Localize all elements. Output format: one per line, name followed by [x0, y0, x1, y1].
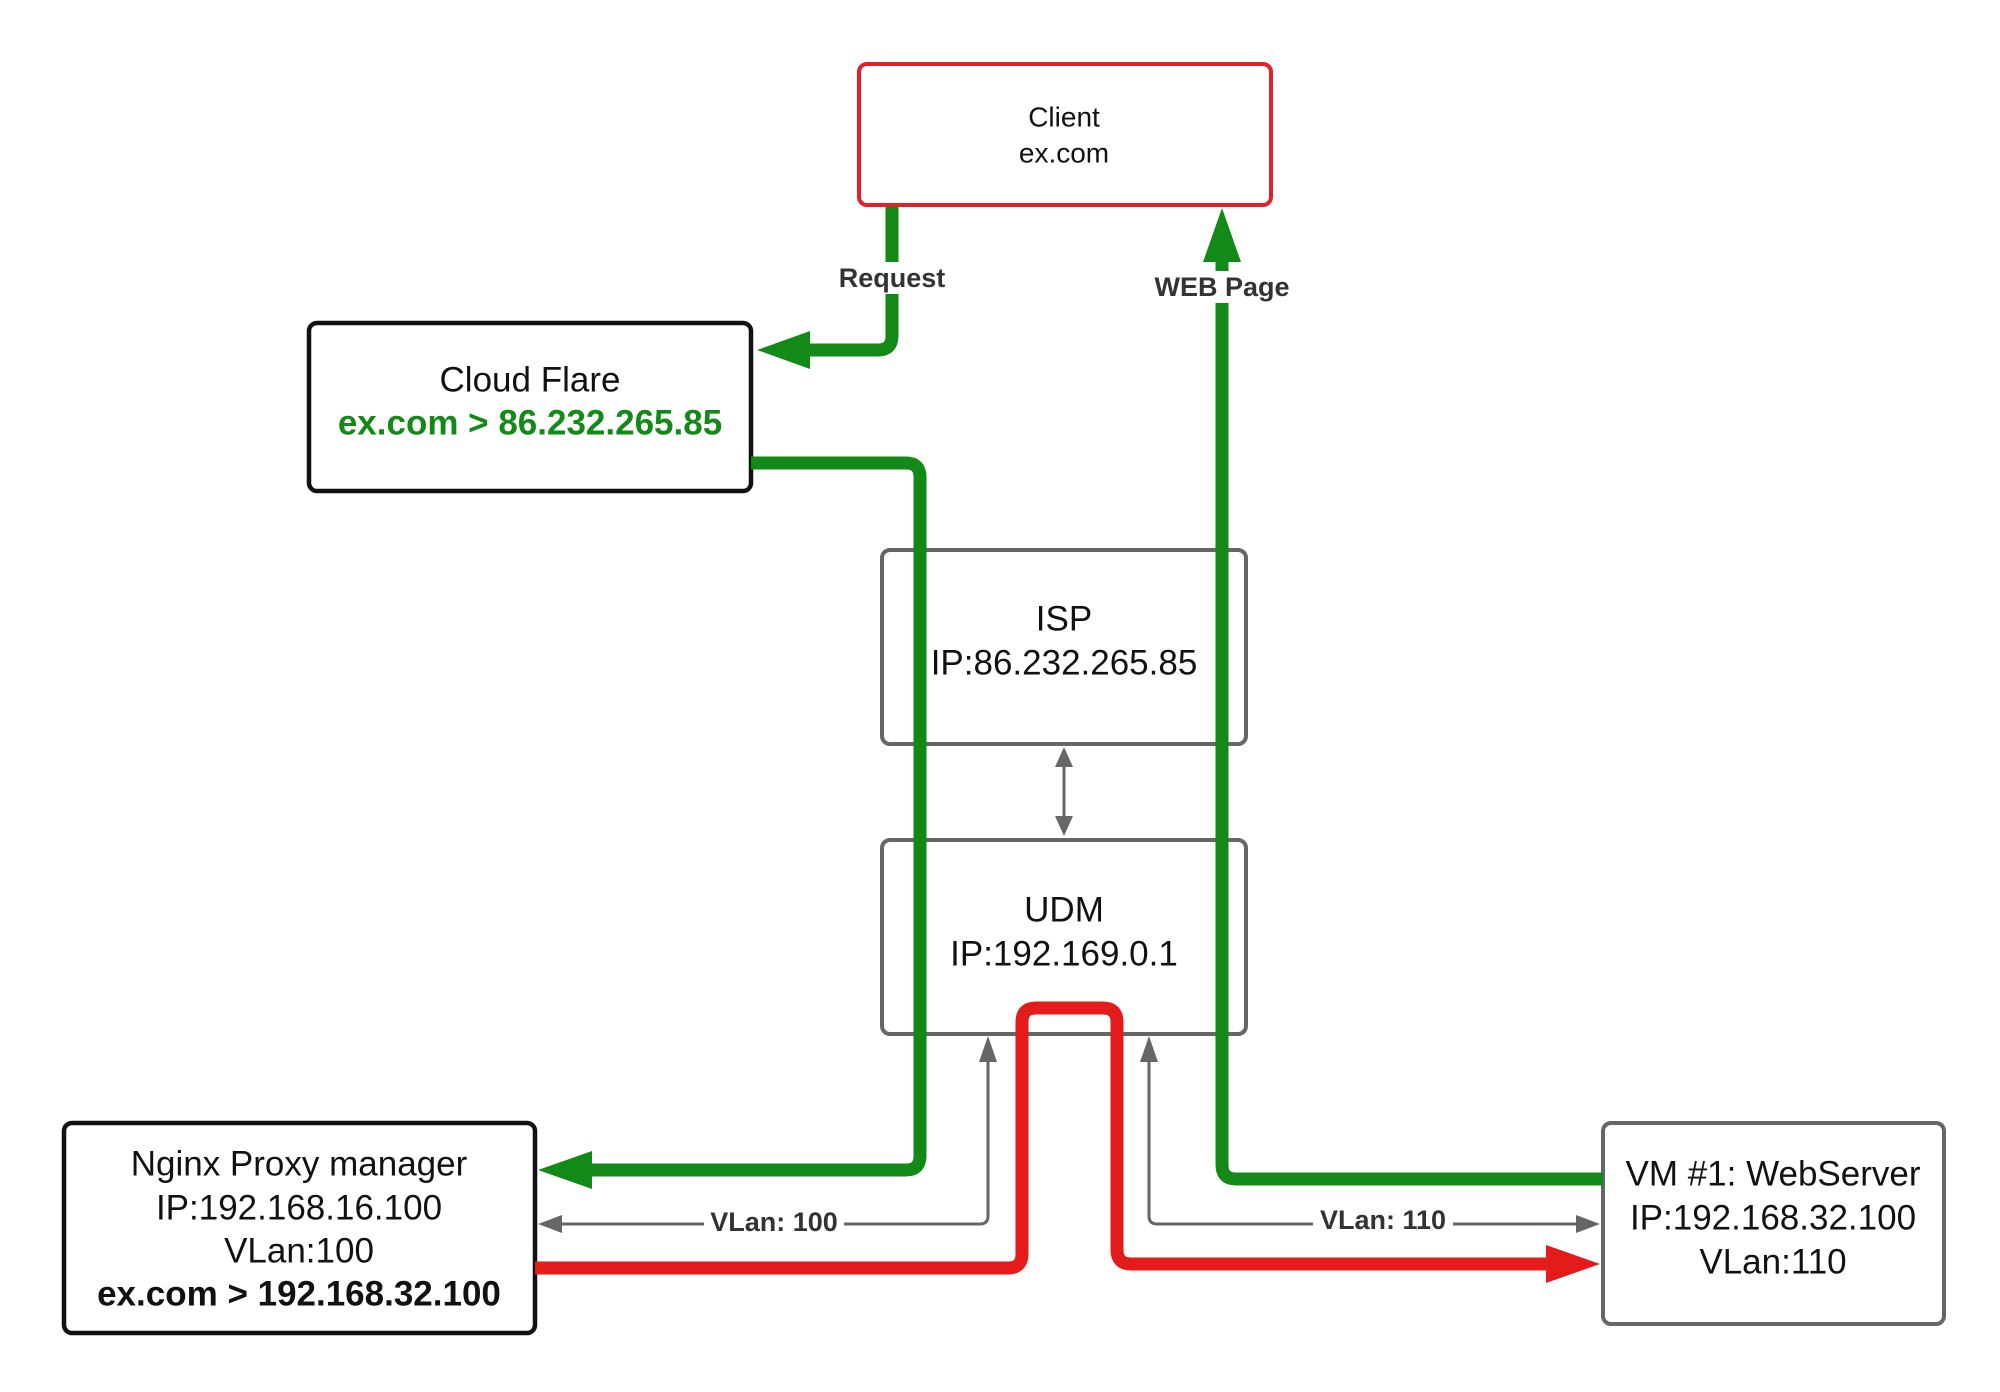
client-title: Client: [1028, 102, 1100, 133]
webserver-ip: IP:192.168.32.100: [1630, 1199, 1916, 1238]
cloudflare-to-nginx-arrowhead: [538, 1151, 592, 1189]
nginx-to-webserver-arrowhead: [1546, 1245, 1600, 1283]
request-label-background: [834, 262, 950, 294]
request-line: [806, 207, 899, 357]
web-page-label-group: WEB Page: [1150, 271, 1294, 303]
cloudflare-to-nginx-arrow: [538, 456, 927, 1189]
request-arrow: [757, 207, 899, 369]
web-page-arrow: [1203, 208, 1603, 1186]
isp-udm-link: [1055, 747, 1073, 836]
nginx-proxy-rule: ex.com > 192.168.32.100: [97, 1275, 501, 1314]
isp-udm-arrowhead-down: [1055, 816, 1073, 836]
vlan-110-arrowhead-up: [1140, 1036, 1158, 1062]
isp-ip: IP:86.232.265.85: [931, 644, 1198, 683]
cloudflare-title: Cloud Flare: [440, 361, 621, 400]
webserver-title: VM #1: WebServer: [1625, 1155, 1920, 1194]
vlan-110-label-group: VLan: 110: [1313, 1205, 1453, 1237]
vlan-100-line: [560, 1060, 990, 1226]
nginx-to-webserver-arrow: [535, 1001, 1600, 1283]
web-page-label: WEB Page: [1154, 272, 1289, 302]
vlan-100-link: [538, 1036, 997, 1233]
webserver-vlan: VLan:110: [1699, 1243, 1846, 1282]
webserver-node: VM #1: WebServer IP:192.168.32.100 VLan:…: [1601, 1121, 1946, 1326]
webserver-box: [1601, 1121, 1946, 1326]
nginx-vlan: VLan:100: [224, 1232, 374, 1271]
cloudflare-dns-record: ex.com > 86.232.265.85: [338, 404, 722, 443]
udm-ip: IP:192.169.0.1: [950, 935, 1178, 974]
isp-udm-arrowhead-up: [1055, 747, 1073, 767]
isp-node: ISP IP:86.232.265.85: [880, 548, 1248, 746]
vlan-100-arrowhead-up: [979, 1036, 997, 1062]
vlan-110-arrowhead-right: [1576, 1215, 1600, 1233]
udm-node: UDM IP:192.169.0.1: [880, 838, 1248, 1036]
vlan-110-line: [1147, 1060, 1578, 1226]
vlan-110-link: [1140, 1036, 1600, 1233]
web-page-line: [1215, 258, 1603, 1186]
nginx-to-webserver-line: [535, 1001, 1550, 1275]
nginx-node: Nginx Proxy manager IP:192.168.16.100 VL…: [61, 1120, 538, 1336]
vlan-100-label-background: [704, 1207, 844, 1239]
cloudflare-box: [306, 320, 754, 494]
cloudflare-to-nginx-line: [588, 456, 927, 1177]
cloudflare-node: Cloud Flare ex.com > 86.232.265.85: [306, 320, 754, 494]
request-arrowhead: [757, 331, 810, 369]
nginx-box: [61, 1120, 538, 1336]
isp-title: ISP: [1036, 600, 1092, 639]
web-page-label-background: [1150, 271, 1294, 303]
vlan-100-label-group: VLan: 100: [704, 1207, 844, 1239]
client-node: Client ex.com: [857, 62, 1273, 207]
request-label-group: Request: [834, 262, 950, 294]
client-domain: ex.com: [1019, 138, 1109, 169]
vlan-100-arrowhead-left: [538, 1215, 562, 1233]
nginx-title: Nginx Proxy manager: [131, 1145, 468, 1184]
udm-title: UDM: [1024, 891, 1104, 930]
client-box: [857, 62, 1273, 207]
vlan-110-label: VLan: 110: [1320, 1205, 1446, 1235]
isp-box: [880, 548, 1248, 746]
udm-box: [880, 838, 1248, 1036]
vlan-100-label: VLan: 100: [710, 1207, 838, 1237]
web-page-arrowhead: [1203, 208, 1241, 262]
request-label: Request: [839, 263, 946, 293]
nginx-ip: IP:192.168.16.100: [156, 1189, 442, 1228]
vlan-110-label-background: [1313, 1205, 1453, 1237]
